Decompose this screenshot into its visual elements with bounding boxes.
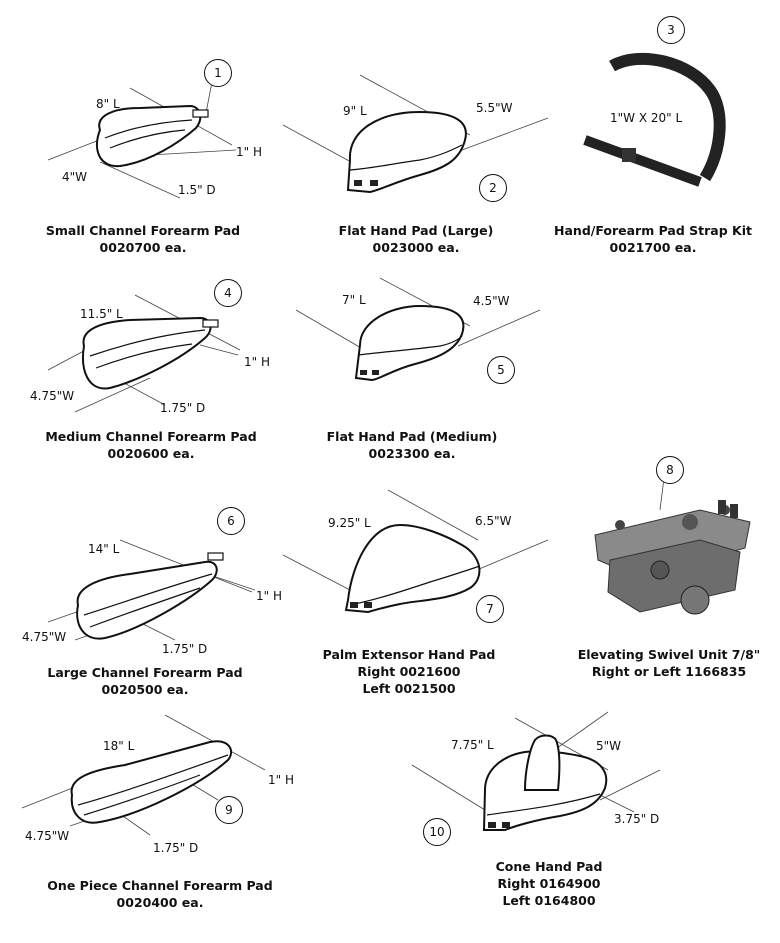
part-name: Flat Hand Pad (Medium) <box>326 429 498 444</box>
palm-extensor-hand-pad-drawing <box>282 489 549 614</box>
caption-item-8: Elevating Swivel Unit 7/8" Right or Left… <box>549 646 780 680</box>
part-number: 0021700 ea. <box>609 240 697 255</box>
dim-width: 4.75"W <box>22 630 67 644</box>
dim-length: 8" L <box>96 97 120 111</box>
dim-length: 7.75" L <box>451 738 494 752</box>
large-channel-forearm-pad-drawing <box>47 539 256 641</box>
elevating-swivel-unit-drawing <box>594 477 751 615</box>
part-name: Large Channel Forearm Pad <box>47 665 243 680</box>
callout-number-10: 10 <box>423 818 451 846</box>
part-name: One Piece Channel Forearm Pad <box>47 878 273 893</box>
small-channel-forearm-pad-drawing <box>47 81 237 199</box>
callout-number-3: 3 <box>657 16 685 44</box>
part-name: Medium Channel Forearm Pad <box>45 429 257 444</box>
callout-number-1: 1 <box>204 59 232 87</box>
dim-length: 11.5" L <box>80 307 123 321</box>
dim-length: 18" L <box>103 739 135 753</box>
cone-hand-pad-drawing <box>411 711 661 831</box>
caption-item-6: Large Channel Forearm Pad 0020500 ea. <box>25 664 265 698</box>
part-number: Right or Left 1166835 <box>591 664 747 679</box>
caption-item-1: Small Channel Forearm Pad 0020700 ea. <box>23 222 263 256</box>
part-name: Small Channel Forearm Pad <box>45 223 241 238</box>
caption-item-3: Hand/Forearm Pad Strap Kit 0021700 ea. <box>533 222 773 256</box>
part-number-alt: Left 0021500 <box>362 681 456 696</box>
dim-height: 1" H <box>268 773 294 787</box>
strap-kit-drawing <box>583 52 726 187</box>
callout-number-5: 5 <box>487 356 515 384</box>
flat-hand-pad-medium-drawing <box>295 277 541 382</box>
callout-number-2: 2 <box>479 174 507 202</box>
caption-item-5: Flat Hand Pad (Medium) 0023300 ea. <box>292 428 532 462</box>
part-name: Elevating Swivel Unit 7/8" <box>577 647 761 662</box>
part-number: 0020500 ea. <box>101 682 189 697</box>
part-number: Right 0164900 <box>497 876 601 891</box>
dim-strap-size: 1"W X 20" L <box>610 111 683 125</box>
caption-item-10: Cone Hand Pad Right 0164900 Left 0164800 <box>429 858 669 909</box>
dim-depth: 1.75" D <box>153 841 199 855</box>
part-name: Palm Extensor Hand Pad <box>322 647 496 662</box>
one-piece-channel-forearm-pad-drawing <box>21 714 266 836</box>
dim-width: 4.75"W <box>30 389 75 403</box>
dim-width: 5.5"W <box>476 101 513 115</box>
flat-hand-pad-large-drawing <box>282 74 549 194</box>
part-number: 0020400 ea. <box>116 895 204 910</box>
part-name: Cone Hand Pad <box>495 859 603 874</box>
caption-item-4: Medium Channel Forearm Pad 0020600 ea. <box>31 428 271 462</box>
part-number: 0020700 ea. <box>99 240 187 255</box>
dim-length: 9" L <box>343 104 367 118</box>
dim-width: 6.5"W <box>475 514 512 528</box>
dim-width: 5"W <box>596 739 622 753</box>
part-number: 0020600 ea. <box>107 446 195 461</box>
dim-width: 4.75"W <box>25 829 70 843</box>
callout-number-4: 4 <box>214 279 242 307</box>
dim-length: 7" L <box>342 293 366 307</box>
dim-height: 1" H <box>236 145 262 159</box>
dim-depth: 1.75" D <box>162 642 208 656</box>
part-name: Flat Hand Pad (Large) <box>338 223 494 238</box>
part-number-alt: Left 0164800 <box>502 893 596 908</box>
caption-item-9: One Piece Channel Forearm Pad 0020400 ea… <box>40 877 280 911</box>
part-number: 0023300 ea. <box>368 446 456 461</box>
dim-depth: 1.75" D <box>160 401 206 415</box>
part-number: 0023000 ea. <box>372 240 460 255</box>
caption-item-2: Flat Hand Pad (Large) 0023000 ea. <box>296 222 536 256</box>
caption-item-7: Palm Extensor Hand Pad Right 0021600 Lef… <box>289 646 529 697</box>
dim-length: 9.25" L <box>328 516 371 530</box>
callout-number-9: 9 <box>215 796 243 824</box>
part-name: Hand/Forearm Pad Strap Kit <box>554 223 752 238</box>
callout-number-8: 8 <box>656 456 684 484</box>
dim-height: 1" H <box>244 355 270 369</box>
callout-number-7: 7 <box>476 595 504 623</box>
medium-channel-forearm-pad-drawing <box>47 294 241 413</box>
dim-width: 4"W <box>62 170 88 184</box>
callout-number-6: 6 <box>217 507 245 535</box>
part-number: Right 0021600 <box>357 664 461 679</box>
dim-depth: 3.75" D <box>614 812 660 826</box>
dim-depth: 1.5" D <box>178 183 216 197</box>
dim-width: 4.5"W <box>473 294 510 308</box>
dim-length: 14" L <box>88 542 120 556</box>
dim-height: 1" H <box>256 589 282 603</box>
